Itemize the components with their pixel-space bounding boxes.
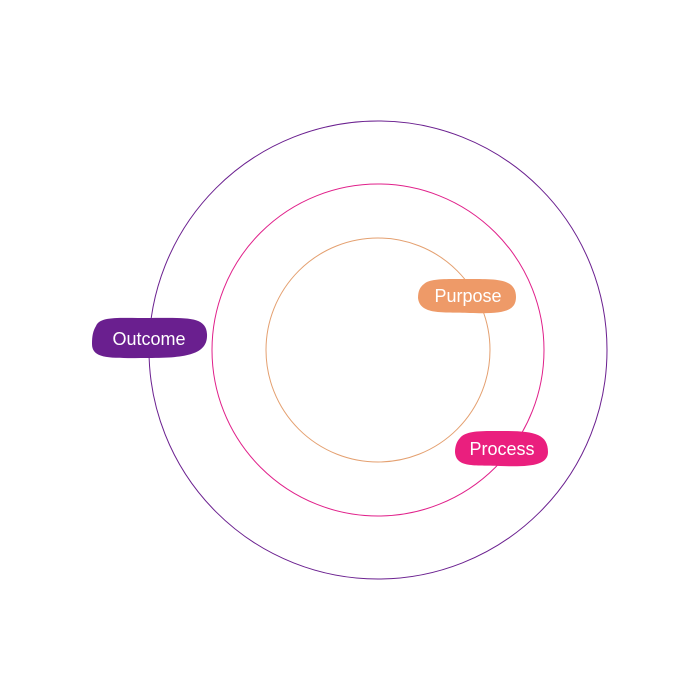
process-label: Process <box>469 439 534 459</box>
inner-ring <box>265 237 491 463</box>
outcome-label: Outcome <box>112 329 185 349</box>
outcome-pill-shape <box>92 317 208 359</box>
purpose-label: Purpose <box>434 286 501 306</box>
outer-ring <box>148 120 608 580</box>
process-pill-shape <box>455 430 548 467</box>
process-pill: Process <box>455 430 548 467</box>
purpose-pill-shape <box>418 278 516 314</box>
purpose-pill: Purpose <box>418 278 516 314</box>
middle-ring <box>211 183 545 517</box>
outcome-pill: Outcome <box>92 317 208 359</box>
